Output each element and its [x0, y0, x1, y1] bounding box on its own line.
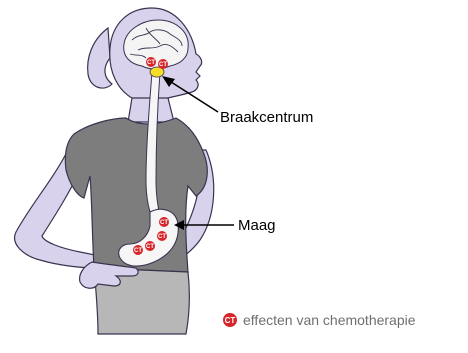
legend: CT effecten van chemotherapie — [223, 312, 416, 328]
ct-badge-icon: CT — [159, 217, 169, 227]
ct-badge-icon: CT — [223, 313, 237, 327]
svg-text:CT: CT — [158, 234, 166, 240]
label-vomiting-center: Braakcentrum — [220, 109, 313, 126]
svg-text:CT: CT — [225, 316, 236, 325]
svg-text:CT: CT — [160, 220, 168, 226]
svg-text:CT: CT — [159, 62, 167, 68]
legend-text: effecten van chemotherapie — [243, 312, 416, 328]
svg-text:CT: CT — [134, 248, 142, 254]
label-stomach: Maag — [238, 217, 276, 234]
svg-text:CT: CT — [146, 244, 154, 250]
ct-badge-icon: CT — [145, 241, 155, 251]
ct-badge-icon: CT — [157, 231, 167, 241]
ct-badge-icon: CT — [146, 57, 156, 67]
ct-badge-icon: CT — [133, 245, 143, 255]
svg-text:CT: CT — [147, 60, 155, 66]
hair-ponytail — [88, 28, 112, 88]
ct-badge-icon: CT — [158, 59, 168, 69]
